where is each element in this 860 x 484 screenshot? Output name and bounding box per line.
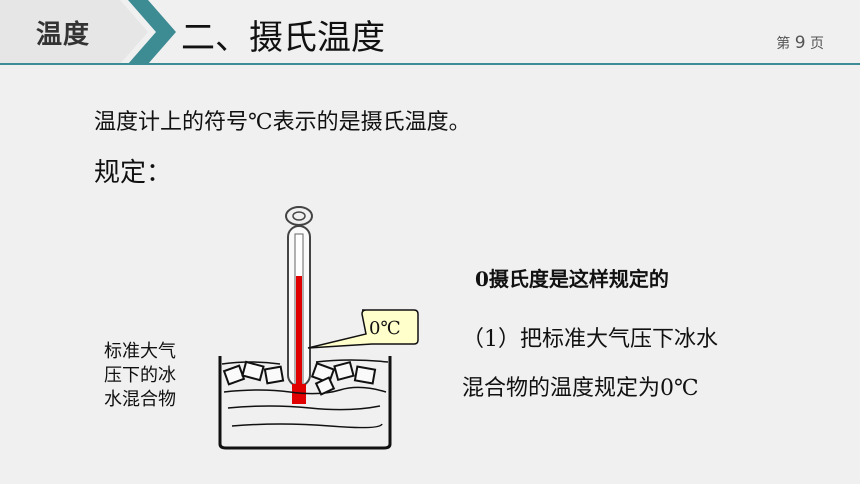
page-number-value: 9 <box>794 33 806 53</box>
water-line <box>227 405 381 411</box>
rule-heading: 0摄氏度是这样规定的 <box>475 267 669 291</box>
page-number: 第 9 页 <box>776 33 824 53</box>
section-tag-shape <box>0 0 176 64</box>
rule-label: 规定： <box>94 158 173 188</box>
mixture-label-line: 水混合物 <box>104 389 176 410</box>
ice-cube <box>263 365 285 385</box>
water-line <box>223 386 387 395</box>
ice-cube <box>314 376 336 396</box>
beaker <box>218 356 392 450</box>
water-line <box>231 423 383 429</box>
callout-label: 0℃ <box>369 318 401 339</box>
header-divider <box>0 63 860 65</box>
water-surface <box>221 361 281 365</box>
mixture-label-line: 压下的冰 <box>104 365 176 386</box>
callout-box <box>307 309 419 349</box>
ice-cube <box>222 364 246 386</box>
thermometer-ring-inner <box>292 211 306 221</box>
mercury-column <box>296 276 302 386</box>
ice-cube <box>333 360 355 382</box>
water-surface <box>315 359 389 363</box>
slide-header: 温度 二、摄氏温度 第 9 页 <box>0 0 860 66</box>
section-tag: 温度 <box>36 20 91 50</box>
mercury-bulb <box>292 384 306 404</box>
ice-cube <box>241 360 265 382</box>
mixture-label-line: 标准大气 <box>104 341 176 362</box>
ice-cubes <box>222 360 377 396</box>
rule-line-2: 混合物的温度规定为0℃ <box>462 376 699 401</box>
mixture-label: 标准大气 压下的冰 水混合物 <box>104 340 194 412</box>
intro-text: 温度计上的符号℃表示的是摄氏温度。 <box>94 110 471 135</box>
thermometer-ring <box>285 206 313 226</box>
page-suffix: 页 <box>810 36 824 52</box>
ice-cube <box>353 365 377 385</box>
page-prefix: 第 <box>776 36 791 52</box>
slide-title: 二、摄氏温度 <box>181 18 385 58</box>
rule-line-1: （1）把标准大气压下冰水 <box>462 327 718 352</box>
